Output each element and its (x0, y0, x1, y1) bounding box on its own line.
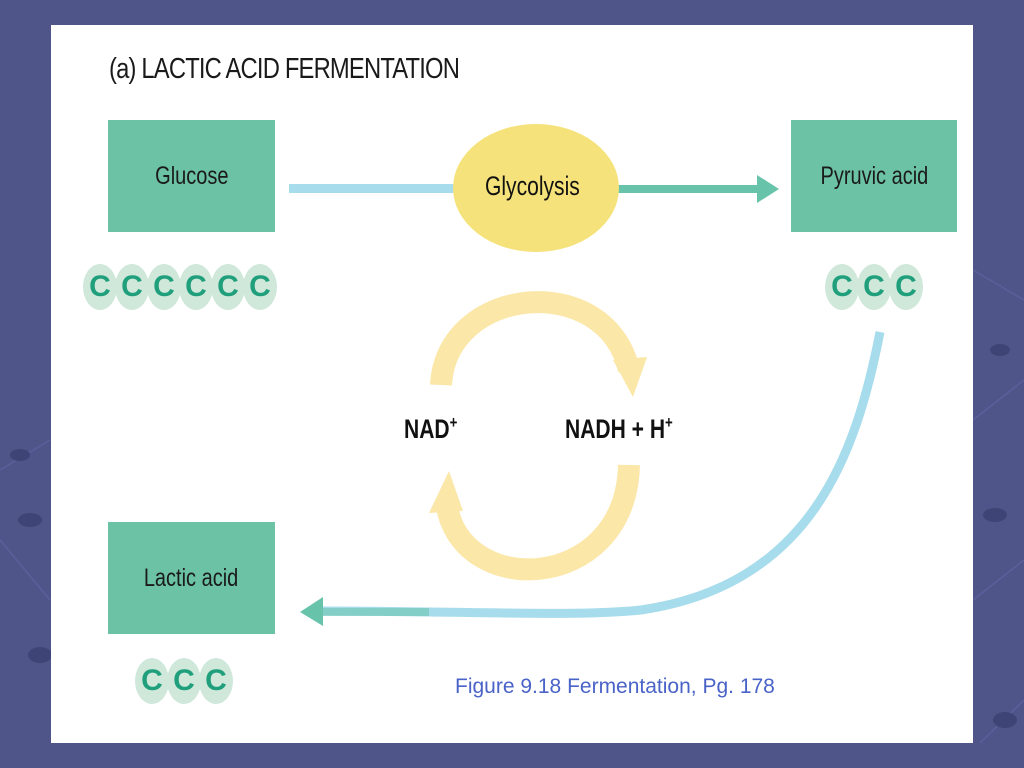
carbon-atom: C (857, 264, 891, 310)
carbon-symbol: C (205, 664, 227, 697)
carbon-symbol: C (89, 270, 111, 303)
carbon-atom: C (135, 658, 169, 704)
carbon-atom: C (243, 264, 277, 310)
pathway-diagram (289, 124, 885, 626)
carbon-symbol: C (895, 270, 917, 303)
carbon-atom: C (211, 264, 245, 310)
glycolysis-ellipse (453, 124, 619, 252)
glucose-to-glycolysis-arrow (289, 184, 457, 193)
glycolysis-to-pyruvic-arrowhead (757, 175, 779, 203)
carbon-atom: C (115, 264, 149, 310)
cycle-arrowhead-bottom (429, 471, 463, 513)
pyruvic-to-lactic-arrow (318, 331, 885, 618)
carbon-atom: C (825, 264, 859, 310)
pyruvic-acid-label: Pyruvic acid (820, 161, 928, 190)
nad-superscript: + (449, 413, 458, 432)
glycolysis-label: Glycolysis (485, 171, 580, 202)
nadh-text: NADH + H (565, 414, 666, 444)
figure-caption: Figure 9.18 Fermentation, Pg. 178 (455, 675, 775, 698)
slide-panel: (a) LACTIC ACID FERMENTATION Glucose Pyr… (51, 25, 973, 743)
nad-label: NAD+ (404, 413, 457, 445)
carbon-atom: C (147, 264, 181, 310)
carbon-atom: C (199, 658, 233, 704)
cycle-arrow-bottom (435, 464, 640, 581)
cycle-arrowhead-top (613, 357, 647, 397)
carbon-symbol: C (249, 270, 271, 303)
carbon-atom: C (889, 264, 923, 310)
carbon-symbol: C (121, 270, 143, 303)
carbon-atom: C (167, 658, 201, 704)
carbon-symbol: C (153, 270, 175, 303)
carbon-symbol: C (173, 664, 195, 697)
glycolysis-to-pyruvic-arrow (613, 185, 763, 193)
carbon-symbol: C (863, 270, 885, 303)
glucose-box: Glucose (108, 120, 275, 232)
carbon-symbol: C (185, 270, 207, 303)
cycle-arrow-top (430, 291, 640, 387)
lactic-acid-box: Lactic acid (108, 522, 275, 634)
carbon-symbol: C (217, 270, 239, 303)
glucose-label: Glucose (154, 161, 229, 190)
glycolysis-text: Glycolysis (485, 171, 580, 201)
carbon-atom: C (83, 264, 117, 310)
carbon-atom: C (179, 264, 213, 310)
carbon-symbol: C (831, 270, 853, 303)
diagram-title: (a) LACTIC ACID FERMENTATION (109, 53, 460, 85)
nad-text: NAD (404, 414, 450, 444)
pyruvic-acid-box: Pyruvic acid (791, 120, 957, 232)
pyruvic-to-lactic-arrowhead (300, 597, 323, 626)
nadh-superscript: + (665, 413, 673, 432)
lactic-acid-label: Lactic acid (144, 563, 239, 592)
nadh-label: NADH + H+ (565, 413, 673, 445)
carbon-symbol: C (141, 664, 163, 697)
